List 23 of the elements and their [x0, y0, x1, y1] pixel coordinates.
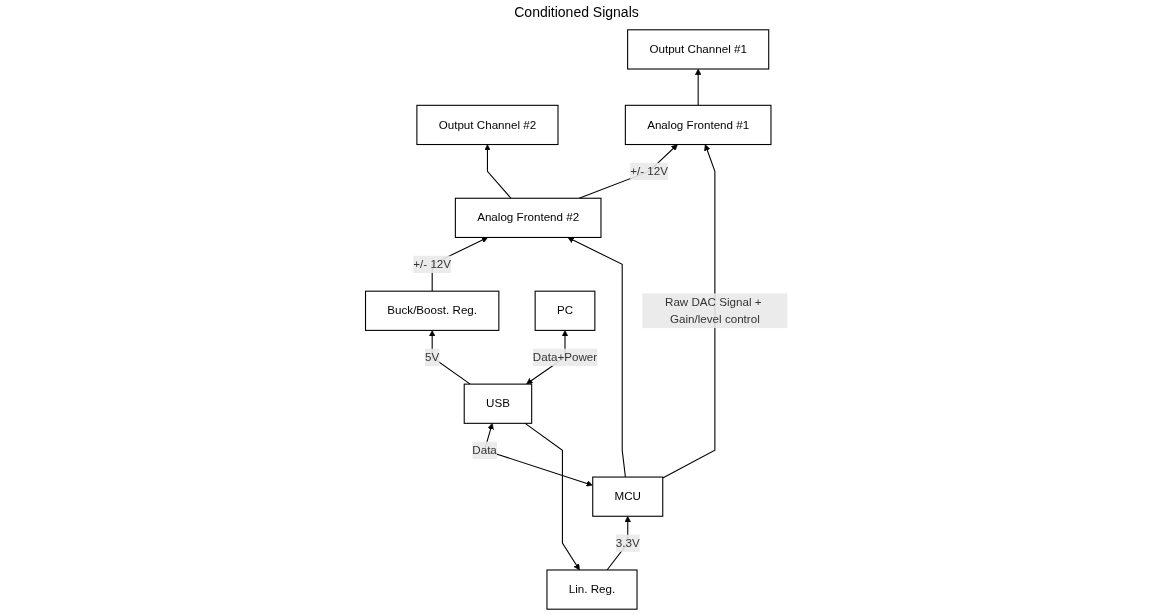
edge-label: 3.3V: [615, 536, 640, 549]
node-box: Output Channel #2: [416, 104, 559, 146]
node-box: PC: [534, 290, 596, 331]
node-box: Analog Frontend #2: [454, 197, 602, 238]
arrow: [567, 237, 626, 478]
node-box: Analog Frontend #1: [624, 104, 772, 146]
node-box: MCU: [592, 476, 664, 517]
edge-label: +/- 12V: [630, 164, 668, 178]
arrow: [694, 68, 702, 106]
edge-label: Data: [472, 443, 497, 456]
node-box: Output Channel #1: [627, 29, 770, 70]
arrow: [662, 144, 716, 479]
edge-label: +/- 12V: [413, 257, 452, 271]
node-box: Buck/Boost. Reg.: [364, 290, 500, 331]
arrow: [524, 422, 580, 571]
node-box: USB: [463, 383, 533, 424]
arrow: [578, 144, 678, 199]
arrow: [484, 144, 512, 199]
node-box: Lin. Reg.: [546, 569, 638, 610]
note-text: Conditioned Signals: [514, 4, 639, 20]
edge-label: Data+Power: [532, 350, 598, 364]
edge-label: Raw DAC Signal + Gain/level control: [664, 295, 762, 326]
edge-label: 5V: [425, 350, 440, 364]
